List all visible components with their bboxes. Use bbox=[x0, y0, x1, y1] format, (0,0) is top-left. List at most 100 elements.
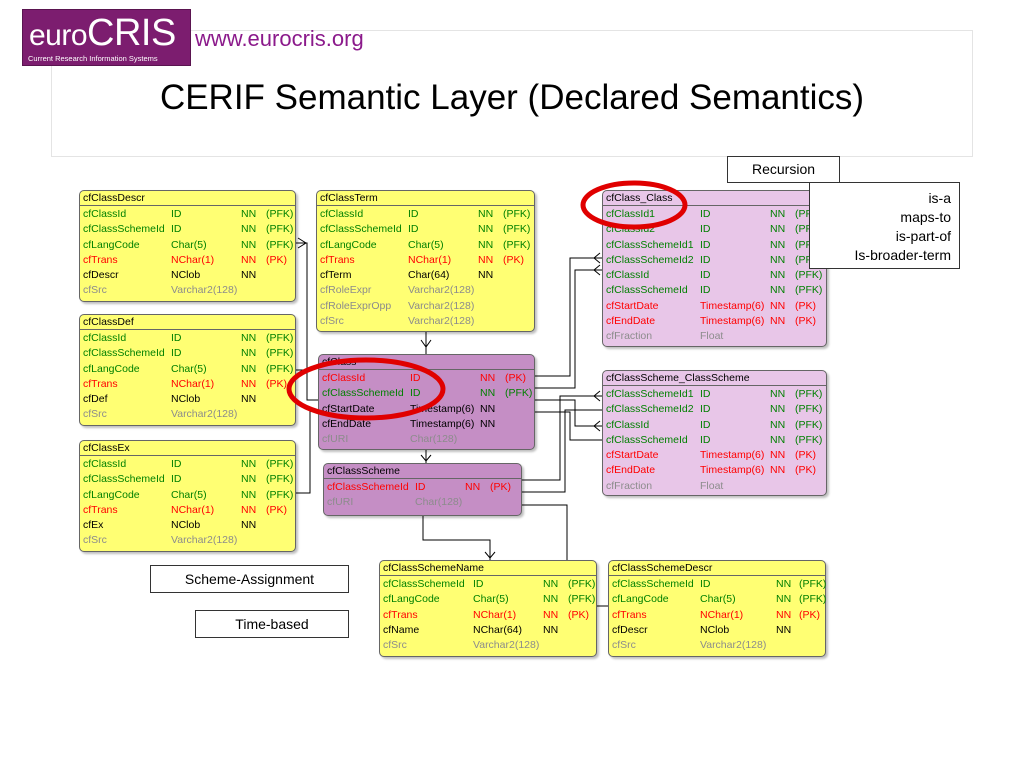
attribute-type: Timestamp(6) bbox=[700, 299, 765, 312]
attribute-name: cfClassId bbox=[83, 208, 127, 220]
attribute-name: cfTrans bbox=[83, 503, 118, 516]
link-classscheme-descr bbox=[522, 504, 568, 560]
attribute-name: cfLangCode bbox=[83, 488, 140, 501]
attribute-key: (PFK) bbox=[503, 208, 531, 220]
attribute-type: ID bbox=[700, 578, 711, 590]
attribute-name: cfTerm bbox=[320, 269, 352, 282]
attribute-key: (PFK) bbox=[799, 578, 827, 590]
attribute-type: NChar(1) bbox=[171, 377, 215, 390]
attribute-name: cfSrc bbox=[83, 534, 107, 547]
link-class-classclass-2 bbox=[535, 269, 602, 389]
attribute-name: cfSrc bbox=[383, 639, 407, 652]
entity-attributes: cfClassId1IDNN(PFK)cfClassId2IDNN(PFK)cf… bbox=[603, 206, 826, 345]
attribute-null: NN bbox=[478, 223, 494, 236]
attribute-type: Timestamp(6) bbox=[700, 449, 765, 462]
semantics-item: is-part-of bbox=[895, 228, 951, 244]
attribute-name: cfClassId1 bbox=[606, 208, 656, 220]
attribute-type: Char(5) bbox=[171, 362, 207, 375]
attribute-null: NN bbox=[770, 238, 786, 251]
attribute-null: NN bbox=[478, 253, 494, 266]
attribute-name: cfName bbox=[383, 623, 420, 636]
attribute-name: cfClassSchemeId bbox=[606, 284, 688, 297]
attribute-null: NN bbox=[241, 377, 257, 390]
attribute-null: NN bbox=[770, 299, 786, 312]
attribute-null: NN bbox=[478, 238, 494, 251]
attribute-type: Float bbox=[700, 330, 724, 343]
attribute-null: NN bbox=[770, 449, 786, 462]
attribute-null: NN bbox=[241, 458, 257, 470]
attribute-name: cfDescr bbox=[612, 623, 648, 636]
attribute-type: ID bbox=[171, 347, 182, 360]
link-classscheme-schemescheme-1 bbox=[522, 395, 602, 481]
note-scheme-assignment: Scheme-Assignment bbox=[150, 565, 349, 593]
attribute-type: ID bbox=[700, 403, 711, 416]
attribute-key: (PFK) bbox=[503, 238, 531, 251]
entity-header: cfClassScheme_ClassScheme bbox=[603, 371, 826, 386]
attribute-type: ID bbox=[410, 372, 421, 384]
attribute-name: cfRoleExprOpp bbox=[320, 299, 392, 312]
attribute-name: cfStartDate bbox=[322, 402, 375, 415]
attribute-type: ID bbox=[700, 253, 711, 266]
attribute-type: Float bbox=[700, 479, 724, 492]
attribute-key: (PFK) bbox=[266, 347, 294, 360]
eurocris-logo: euroCRIS Current Research Information Sy… bbox=[22, 9, 191, 66]
logo-tagline: Current Research Information Systems bbox=[28, 54, 158, 63]
attribute-null: NN bbox=[770, 315, 786, 328]
attribute-null: NN bbox=[770, 464, 786, 477]
crowfoot-mark bbox=[297, 237, 307, 249]
crowfoot-mark bbox=[420, 339, 432, 348]
note-recursion-label: Recursion bbox=[751, 161, 816, 177]
attribute-name: cfTrans bbox=[83, 253, 118, 266]
attribute-key: (PK) bbox=[503, 253, 524, 266]
attribute-null: NN bbox=[543, 593, 559, 606]
attribute-type: NChar(1) bbox=[473, 608, 517, 621]
site-url[interactable]: www.eurocris.org bbox=[195, 26, 364, 51]
attribute-null: NN bbox=[480, 402, 496, 415]
semantics-item: maps-to bbox=[900, 209, 951, 225]
attribute-name: cfClassSchemeId1 bbox=[606, 238, 694, 251]
attribute-name: cfTrans bbox=[612, 608, 647, 621]
attribute-name: cfClassSchemeId bbox=[327, 481, 409, 493]
attribute-null: NN bbox=[480, 372, 496, 384]
attribute-null: NN bbox=[770, 284, 786, 297]
attribute-type: ID bbox=[408, 223, 419, 236]
attribute-type: ID bbox=[473, 578, 484, 590]
attribute-null: NN bbox=[241, 332, 257, 344]
attribute-type: ID bbox=[700, 433, 711, 446]
attribute-key: (PFK) bbox=[795, 284, 823, 297]
attribute-name: cfClassSchemeId1 bbox=[606, 388, 694, 400]
attribute-key: (PFK) bbox=[266, 362, 294, 375]
attribute-key: (PFK) bbox=[795, 403, 823, 416]
attribute-null: NN bbox=[478, 208, 494, 220]
note-semantics: is-a maps-to is-part-of Is-broader-term bbox=[809, 182, 960, 269]
attribute-null: NN bbox=[776, 608, 792, 621]
attribute-type: ID bbox=[171, 473, 182, 486]
attribute-key: (PFK) bbox=[266, 223, 294, 236]
attribute-name: cfLangCode bbox=[83, 362, 140, 375]
attribute-null: NN bbox=[543, 578, 559, 590]
crowfoot-mark bbox=[593, 264, 601, 276]
attribute-key: (PK) bbox=[795, 464, 816, 477]
